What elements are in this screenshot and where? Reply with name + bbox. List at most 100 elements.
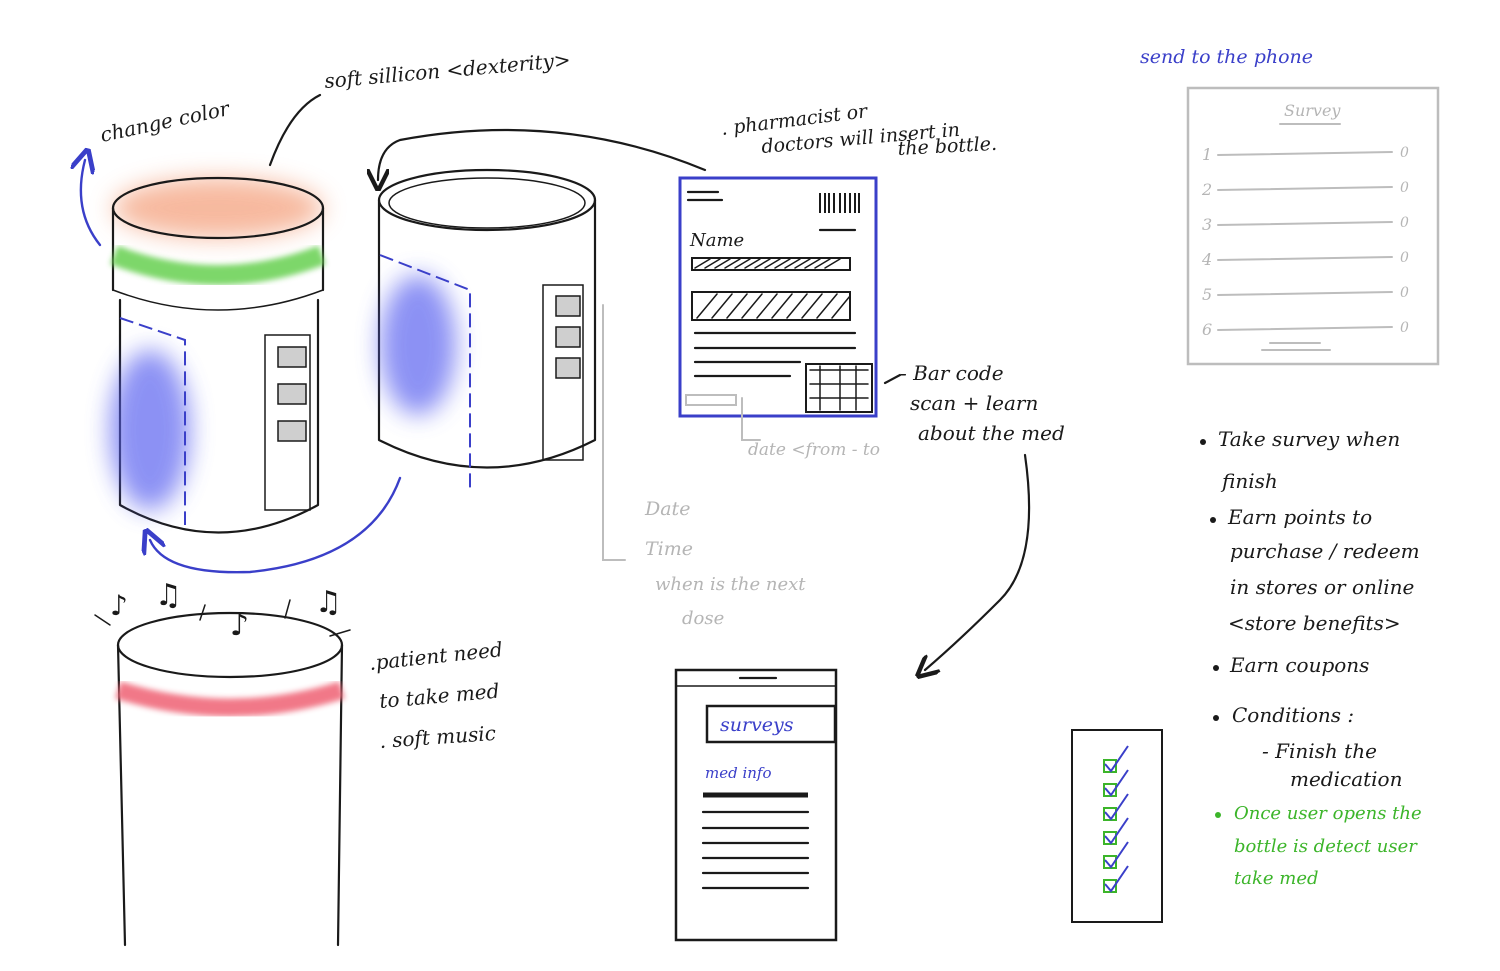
panel-button-3: [277, 420, 307, 442]
survey-row-line: [1217, 326, 1393, 331]
soft-music-text: . soft music: [379, 721, 497, 753]
button-time-text: Time: [645, 538, 693, 560]
date-range-text: date <from - to: [748, 440, 880, 460]
bullet-3: [1213, 665, 1219, 671]
checklist-border: [1071, 729, 1163, 923]
check-mark-icon: [1104, 745, 1129, 773]
change-color-arrow: [81, 160, 102, 247]
panel-button-2: [277, 383, 307, 405]
survey-row-number: 4: [1201, 250, 1212, 269]
insert-arrow: [378, 128, 707, 180]
take-survey-text-2: finish: [1220, 469, 1278, 493]
panel-button-2-2: [555, 326, 581, 348]
side-panel-outline: [119, 317, 186, 525]
earn-coupons-text: Earn coupons: [1229, 653, 1369, 677]
change-color-text: change color: [98, 96, 233, 147]
button-date-text: Date: [644, 498, 690, 520]
bullet-1: [1200, 439, 1206, 445]
survey-row-number: 3: [1202, 215, 1212, 234]
panel-button-1: [277, 346, 307, 368]
earn-points-text-4: <store benefits>: [1228, 611, 1401, 635]
survey-row-score: 0: [1400, 250, 1409, 266]
side-panel-outline-2: [379, 254, 471, 490]
card-text-lines: [693, 331, 857, 378]
checkbox-icon: [1103, 855, 1117, 869]
bottle-color-changing: [81, 93, 326, 534]
survey-row-number: 6: [1202, 320, 1212, 339]
finish-text-2: medication: [1290, 767, 1402, 791]
survey-row-number: 1: [1202, 145, 1212, 164]
next-dose-text-1: when is the next: [655, 574, 806, 595]
take-survey-text-1: Take survey when: [1218, 427, 1400, 451]
bottle-rim: [377, 168, 597, 232]
checkbox-icon: [1103, 879, 1117, 893]
barcode-text-1: - Bar code: [900, 361, 1004, 385]
sound-lines: [94, 599, 351, 637]
checkbox-icon: [1103, 807, 1117, 821]
card-menu-lines: [686, 190, 724, 202]
panel-button-2-1: [555, 295, 581, 317]
next-dose-text-2: dose: [682, 608, 724, 629]
checklist-card: [1071, 729, 1163, 923]
red-band: [115, 681, 345, 717]
barcode-text-2: scan + learn: [910, 391, 1038, 415]
patient-need-text: .patient need: [368, 637, 504, 675]
check-mark-icon: [1104, 865, 1129, 893]
music-note-1: ♪: [110, 589, 128, 622]
bottle-inner-rim: [388, 177, 586, 229]
survey-row-score: 0: [1400, 180, 1409, 196]
bottle-body-2: [377, 198, 597, 469]
bottle-body: [118, 298, 320, 534]
bullet-2: [1210, 517, 1216, 523]
survey-row-line: [1217, 151, 1393, 156]
panel-button-2-3: [555, 357, 581, 379]
survey-row-score: 0: [1400, 145, 1409, 161]
name-field-hatch: [694, 258, 841, 269]
once-user-text-1: Once user opens the: [1234, 803, 1422, 824]
barcode-top: [819, 193, 860, 213]
music-note-3: ♪: [230, 608, 249, 643]
survey-row-line: [1217, 221, 1393, 226]
earn-points-text-1: Earn points to: [1227, 505, 1372, 529]
surveys-button-label: surveys: [720, 714, 794, 736]
lid-top: [111, 176, 325, 240]
survey-row-number: 5: [1202, 285, 1212, 304]
prescription-card: Name: [678, 176, 902, 441]
barcode-text-3: about the med: [918, 421, 1065, 445]
bullet-4: [1213, 715, 1219, 721]
button-panel-2: [542, 284, 584, 461]
once-user-text-3: take med: [1234, 868, 1319, 889]
bottle-link-arrow: [150, 476, 402, 574]
checkbox-icon: [1103, 831, 1117, 845]
benefits-list: Take survey when finish Earn points to p…: [1200, 427, 1422, 889]
checkbox-icon: [1103, 783, 1117, 797]
survey-row-number: 2: [1201, 180, 1212, 199]
survey-title: Survey: [1284, 101, 1341, 120]
lid-bottom-edge: [112, 289, 324, 311]
music-note-4: ♫: [315, 585, 342, 620]
lid-sides: [111, 206, 325, 292]
survey-row-line: [1217, 186, 1393, 191]
barcode-block-grid: [809, 365, 869, 411]
take-med-text: to take med: [378, 679, 500, 713]
survey-footer-lines: [1261, 342, 1331, 351]
silicon-leader-line: [268, 93, 322, 167]
survey-row-score: 0: [1400, 285, 1409, 301]
pharmacist-note-line-3: the bottle.: [897, 133, 997, 160]
date-leader-line: [741, 397, 761, 441]
once-user-text-2: bottle is detect user: [1234, 836, 1418, 857]
surveys-button[interactable]: [705, 704, 837, 744]
side-glow-blue-2: [380, 275, 456, 415]
checklist-items: [1103, 745, 1129, 893]
name-field: [691, 257, 851, 271]
info-block: [691, 291, 851, 321]
music-note-2: ♫: [155, 578, 182, 613]
date-field: [685, 394, 737, 406]
green-band: [110, 245, 326, 285]
med-info-label[interactable]: med info: [705, 764, 772, 782]
bottle-music-alert: ♪ ♫ ♪ ♫: [94, 578, 351, 947]
finish-text-1: - Finish the: [1262, 739, 1377, 763]
